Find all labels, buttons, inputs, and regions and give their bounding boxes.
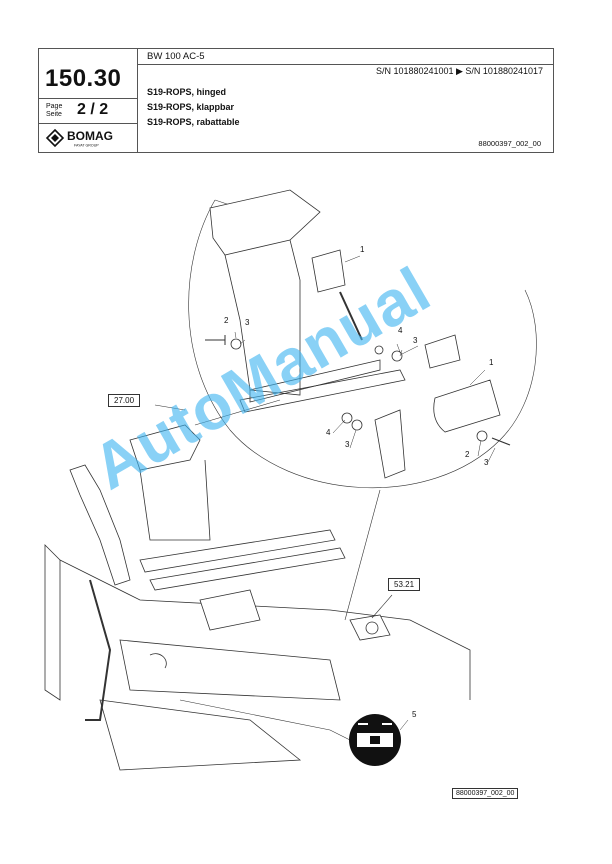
belt-warning-symbol — [349, 714, 401, 766]
ref-box: 53.21 — [388, 578, 421, 591]
page-number: 2 / 2 — [77, 101, 109, 118]
callout: 1 — [360, 245, 365, 254]
callout: 2 — [224, 316, 229, 325]
description-en: S19-ROPS, hinged — [147, 87, 227, 97]
description-fr: S19-ROPS, rabattable — [147, 117, 240, 127]
callout: 3 — [245, 318, 250, 327]
description-de: S19-ROPS, klappbar — [147, 102, 235, 112]
document-id: 88000397_002_00 — [478, 139, 541, 148]
brand-name: BOMAG — [67, 129, 113, 143]
model-name: BW 100 AC-5 — [147, 51, 205, 62]
drawing-id: 88000397_002_00 — [452, 788, 519, 799]
divider — [39, 98, 137, 99]
callout: 2 — [465, 450, 470, 459]
callout: 5 — [412, 710, 417, 719]
page-label-en: Page — [46, 103, 63, 110]
divider — [39, 123, 137, 124]
header-block: BW 100 AC-5 S/N 101880241001 ▶ S/N 10188… — [38, 48, 554, 153]
callout: 1 — [489, 358, 494, 367]
callout: 3 — [484, 458, 489, 467]
page-label-de: Seite — [46, 111, 62, 118]
callout: 4 — [398, 326, 403, 335]
group-number: 150.30 — [45, 65, 122, 92]
brand-sub: FAYAT GROUP — [74, 144, 99, 148]
ref-box: 27.00 — [108, 394, 141, 407]
divider — [137, 49, 138, 152]
bomag-logo: BOMAG FAYAT GROUP — [45, 128, 133, 148]
exploded-view-drawing — [44, 189, 537, 771]
divider — [137, 64, 553, 65]
callout: 4 — [326, 428, 331, 437]
callout: 3 — [345, 440, 350, 449]
page-label: Page Seite — [46, 103, 62, 119]
serial-range: S/N 101880241001 ▶ S/N 101880241017 — [375, 66, 543, 76]
callout: 3 — [413, 336, 418, 345]
